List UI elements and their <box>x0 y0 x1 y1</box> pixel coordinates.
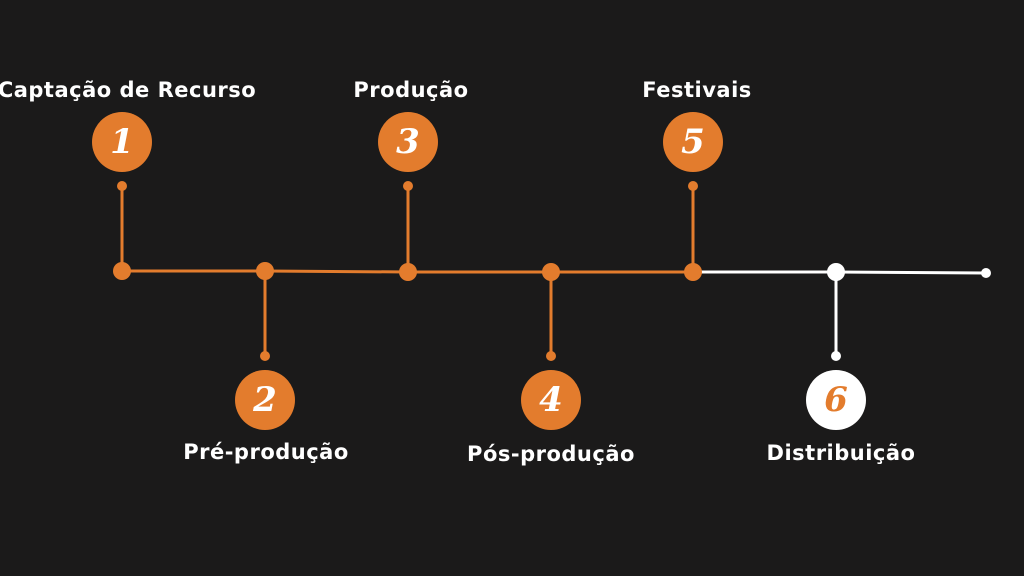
step-3-node <box>399 263 417 281</box>
step-3-badge: 3 <box>378 112 438 172</box>
step-4-badge: 4 <box>521 370 581 430</box>
step-6-node <box>827 263 845 281</box>
step-4-label: Pós-produção <box>467 442 635 466</box>
step-2-badge: 2 <box>235 370 295 430</box>
step-5-label: Festivais <box>642 78 752 102</box>
step-5-badge: 5 <box>663 112 723 172</box>
step-1-node <box>113 262 131 280</box>
step-1-connector-dot <box>117 181 127 191</box>
step-1-label: Captação de Recurso <box>0 78 257 102</box>
step-5-node <box>684 263 702 281</box>
step-1-number: 1 <box>110 122 134 162</box>
step-2-number: 2 <box>253 380 277 420</box>
step-4-node <box>542 263 560 281</box>
step-6-connector-dot <box>831 351 841 361</box>
step-2-node <box>256 262 274 280</box>
step-5-number: 5 <box>681 122 705 162</box>
step-6-number: 6 <box>824 380 848 420</box>
timeline-tail <box>835 270 987 275</box>
step-4-connector-dot <box>546 351 556 361</box>
step-4-number: 4 <box>539 380 563 420</box>
step-6-badge: 6 <box>806 370 866 430</box>
step-2-connector-dot <box>260 351 270 361</box>
timeline-end-dot <box>981 268 991 278</box>
step-3-label: Produção <box>353 78 469 102</box>
step-5-connector-dot <box>688 181 698 191</box>
step-2-label: Pré-produção <box>183 440 349 464</box>
timeline-segment-2 <box>264 269 409 274</box>
step-6-label: Distribuição <box>766 441 916 465</box>
step-3-connector-dot <box>403 181 413 191</box>
step-1-badge: 1 <box>92 112 152 172</box>
step-3-number: 3 <box>396 122 420 162</box>
